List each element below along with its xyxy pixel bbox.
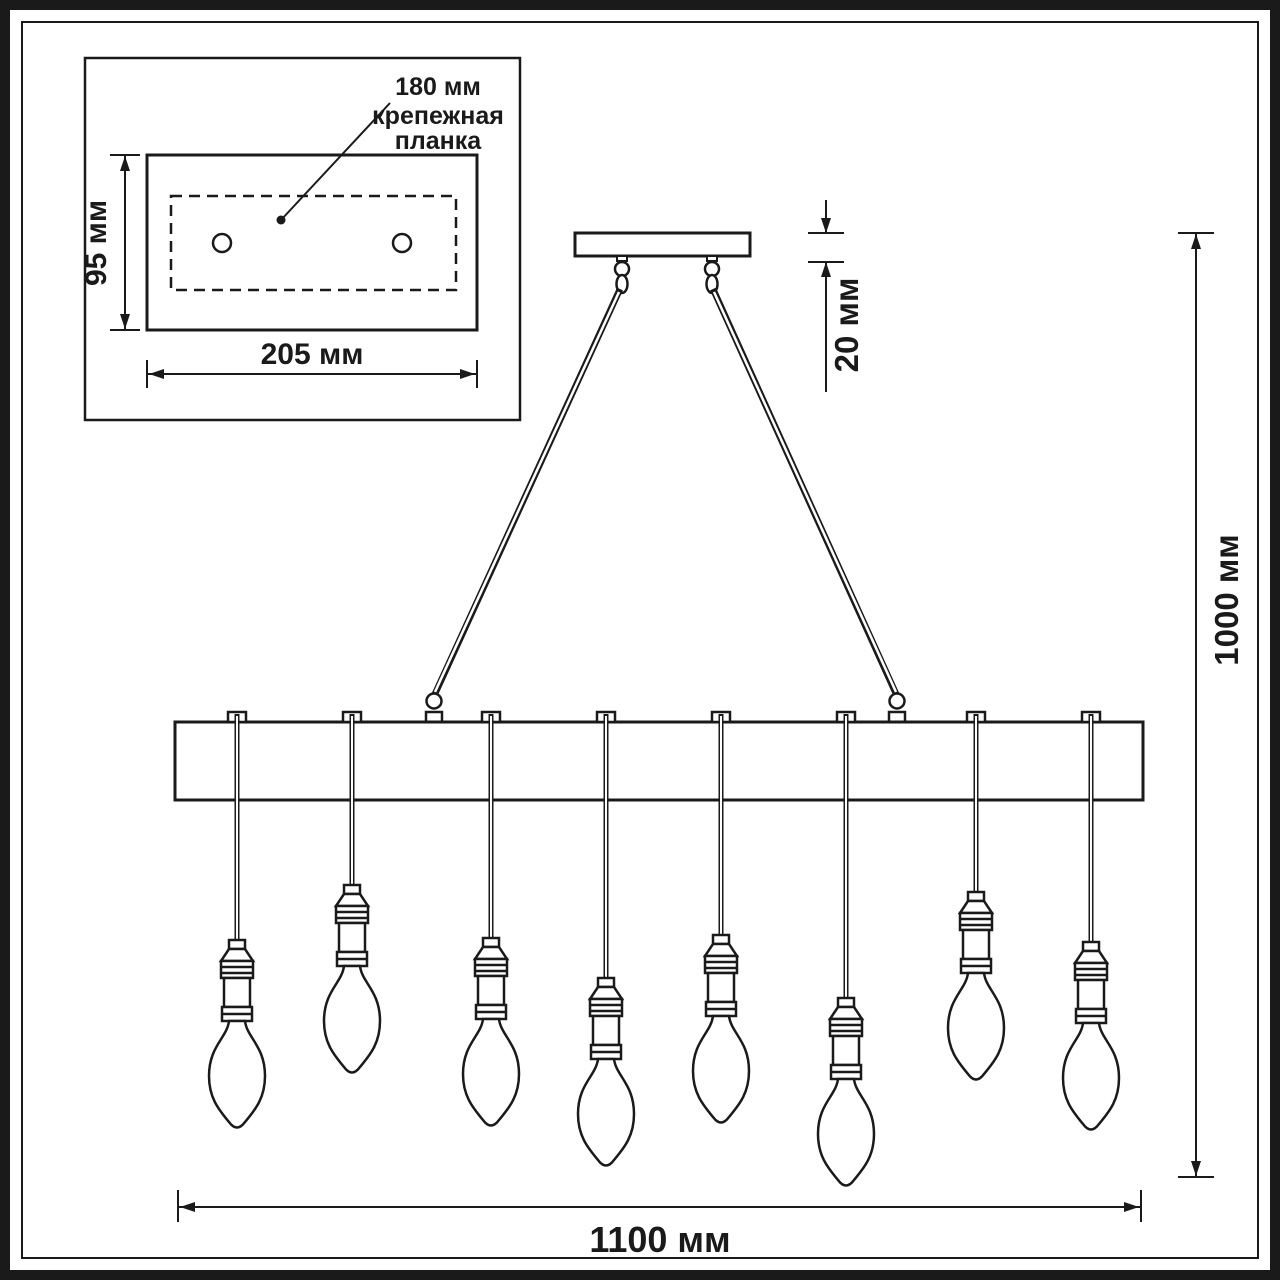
- beam-hook-left: [425, 692, 443, 710]
- bracket-label-line1: крепежная: [372, 102, 504, 130]
- dim-canopy-offset: 20 мм: [808, 200, 865, 392]
- suspension-cables: [424, 287, 907, 724]
- mount-hole-left: [211, 232, 233, 254]
- wood-beam: [173, 720, 1145, 802]
- plate-outline: [145, 153, 479, 332]
- ceiling-hooks: [613, 255, 721, 295]
- hole-spacing-label: 180 мм: [395, 73, 481, 101]
- plate-height-label: 95 мм: [80, 200, 113, 286]
- overall-width-label: 1100 мм: [589, 1219, 730, 1260]
- bracket-dashed-outline: [169, 194, 458, 292]
- pendant-bulbs: [207, 710, 1121, 1187]
- inner-frame: [21, 21, 1259, 1259]
- leader-line: [280, 102, 391, 221]
- plate-width-label: 205 мм: [261, 338, 364, 371]
- mounting-plate-inset: 180 мм крепежная планка 95 мм 205 мм: [80, 56, 522, 422]
- bracket-label-line2: планка: [395, 127, 482, 155]
- dim-overall-height: 1000 мм: [1178, 232, 1245, 1178]
- overall-height-label: 1000 мм: [1208, 534, 1245, 665]
- dim-overall-width: 1100 мм: [177, 1190, 1142, 1260]
- dim-plate-height: 95 мм: [80, 154, 140, 331]
- mount-hole-right: [391, 232, 413, 254]
- canopy-offset-label: 20 мм: [828, 278, 865, 373]
- inset-border: [83, 56, 522, 422]
- dim-plate-width: 205 мм: [146, 338, 478, 388]
- ceiling-plate: [573, 231, 752, 258]
- beam-hook-right: [888, 692, 906, 710]
